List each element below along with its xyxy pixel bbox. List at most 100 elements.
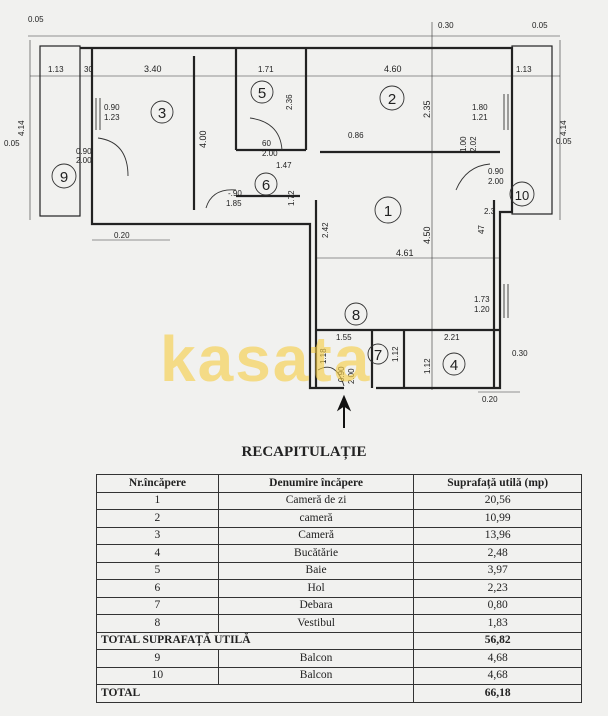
- dim-label: 2.00: [488, 177, 504, 186]
- dim-label: 1.71: [258, 65, 274, 74]
- dim-label: 1.80: [472, 103, 488, 112]
- room-area: 4,68: [413, 649, 582, 668]
- recap-table: Nr.încăpere Denumire încăpere Suprafață …: [95, 474, 582, 703]
- dim-label: 4.61: [396, 248, 414, 258]
- table-row: 10 Balcon 4,68: [96, 666, 582, 685]
- dim-label: 0.30: [512, 349, 528, 358]
- dim-label: 1.85: [226, 199, 242, 208]
- room-name: Balcon: [217, 649, 415, 668]
- dim-label: 1.12: [391, 346, 400, 362]
- dim-label: 4.50: [422, 226, 432, 244]
- table-row: 5 Baie 3,97: [96, 561, 582, 580]
- table-row: 4 Bucătărie 2,48: [96, 544, 582, 563]
- room-label-1: 1: [384, 203, 392, 220]
- room-name: Vestibul: [217, 614, 415, 633]
- room-name: Cameră: [217, 526, 415, 545]
- dim-label: 4.60: [384, 64, 402, 74]
- dim-label: 2.00: [262, 149, 278, 158]
- dim-label: 3.40: [144, 64, 162, 74]
- dim-label: 30: [84, 65, 93, 74]
- column-header: Nr.încăpere: [96, 474, 219, 493]
- column-header: Suprafață utilă (mp): [413, 474, 582, 493]
- dim-label: 60: [262, 139, 271, 148]
- dim-label: 4.14: [17, 120, 26, 136]
- dim-label: 2.00: [347, 368, 356, 384]
- room-number: 1: [96, 491, 219, 510]
- table-row: 1 Cameră de zi 20,56: [96, 491, 582, 510]
- room-number: 2: [96, 509, 219, 528]
- floor-plan: 1 2 3 4 5 6 7 8 9 10 0.05 0.30 0.05 1.13…: [4, 15, 572, 428]
- dim-label: 1.13: [48, 65, 64, 74]
- dim-label: 0.05: [532, 21, 548, 30]
- room-label-3: 3: [158, 105, 166, 122]
- room-name: Baie: [217, 561, 415, 580]
- dim-label: 2.21: [444, 333, 460, 342]
- dim-label: 2.3: [484, 207, 496, 216]
- dim-label: 0.20: [114, 231, 130, 240]
- dim-label: 1.72: [287, 190, 296, 206]
- room-number: 10: [96, 666, 219, 685]
- dim-label: 0.86: [348, 131, 364, 140]
- room-number: 3: [96, 526, 219, 545]
- room-number: 6: [96, 579, 219, 598]
- room-number: 9: [96, 649, 219, 668]
- dim-label: 1.12: [423, 358, 432, 374]
- room-label-4: 4: [450, 357, 458, 374]
- dim-label: 4.14: [559, 120, 568, 136]
- room-name: Balcon: [217, 666, 415, 685]
- dim-label: 0.30: [438, 21, 454, 30]
- column-header: Denumire încăpere: [217, 474, 415, 493]
- room-name: Hol: [217, 579, 415, 598]
- room-area: 1,83: [413, 614, 582, 633]
- dim-label: 1.47: [276, 161, 292, 170]
- table-row: 3 Cameră 13,96: [96, 526, 582, 545]
- dim-label: 0.90: [76, 147, 92, 156]
- room-area: 3,97: [413, 561, 582, 580]
- room-area: 0,80: [413, 596, 582, 615]
- dim-label: 2.42: [321, 222, 330, 238]
- room-number: 5: [96, 561, 219, 580]
- room-label-6: 6: [262, 177, 270, 194]
- room-area: 10,99: [413, 509, 582, 528]
- dim-label: 2.35: [422, 100, 432, 118]
- dim-label: 0.90: [337, 366, 346, 382]
- dim-label: 1.18: [319, 348, 328, 364]
- room-area: 20,56: [413, 491, 582, 510]
- table-row: 8 Vestibul 1,83: [96, 614, 582, 633]
- total-value: 66,18: [413, 684, 582, 703]
- table-row: 2 cameră 10,99: [96, 509, 582, 528]
- dim-label: 1.00: [459, 136, 468, 152]
- dim-label: 0.05: [28, 15, 44, 24]
- room-label-10: 10: [515, 188, 529, 203]
- room-area: 2,23: [413, 579, 582, 598]
- dim-label: -.90: [228, 189, 242, 198]
- room-area: 4,68: [413, 666, 582, 685]
- room-number: 8: [96, 614, 219, 633]
- dim-label: 1.73: [474, 295, 490, 304]
- room-label-9: 9: [60, 169, 68, 186]
- dim-label: 0.05: [556, 137, 572, 146]
- room-area: 13,96: [413, 526, 582, 545]
- table-header-row: Nr.încăpere Denumire încăpere Suprafață …: [96, 474, 582, 493]
- dim-label: 4.00: [198, 130, 208, 148]
- dim-label: 1.20: [474, 305, 490, 314]
- dim-label: 0.90: [488, 167, 504, 176]
- dim-label: 1.55: [336, 333, 352, 342]
- room-label-2: 2: [388, 91, 396, 108]
- dim-label: 47: [477, 225, 486, 234]
- table-row: 6 Hol 2,23: [96, 579, 582, 598]
- dim-label: 1.13: [516, 65, 532, 74]
- room-name: cameră: [217, 509, 415, 528]
- room-label-7: 7: [374, 347, 382, 364]
- table-row: 9 Balcon 4,68: [96, 649, 582, 668]
- room-area: 2,48: [413, 544, 582, 563]
- watermark: kasata: [160, 323, 372, 395]
- total-row: TOTAL 66,18: [95, 684, 582, 703]
- dim-label: 0.20: [482, 395, 498, 404]
- dim-label: 2.36: [285, 94, 294, 110]
- dim-label: 1.21: [472, 113, 488, 122]
- dim-label: 0.90: [104, 103, 120, 112]
- recap-title: RECAPITULAȚIE: [241, 444, 367, 460]
- total-util-label: TOTAL SUPRAFAȚĂ UTILĂ: [95, 631, 415, 650]
- dim-label: 2.02: [469, 136, 478, 152]
